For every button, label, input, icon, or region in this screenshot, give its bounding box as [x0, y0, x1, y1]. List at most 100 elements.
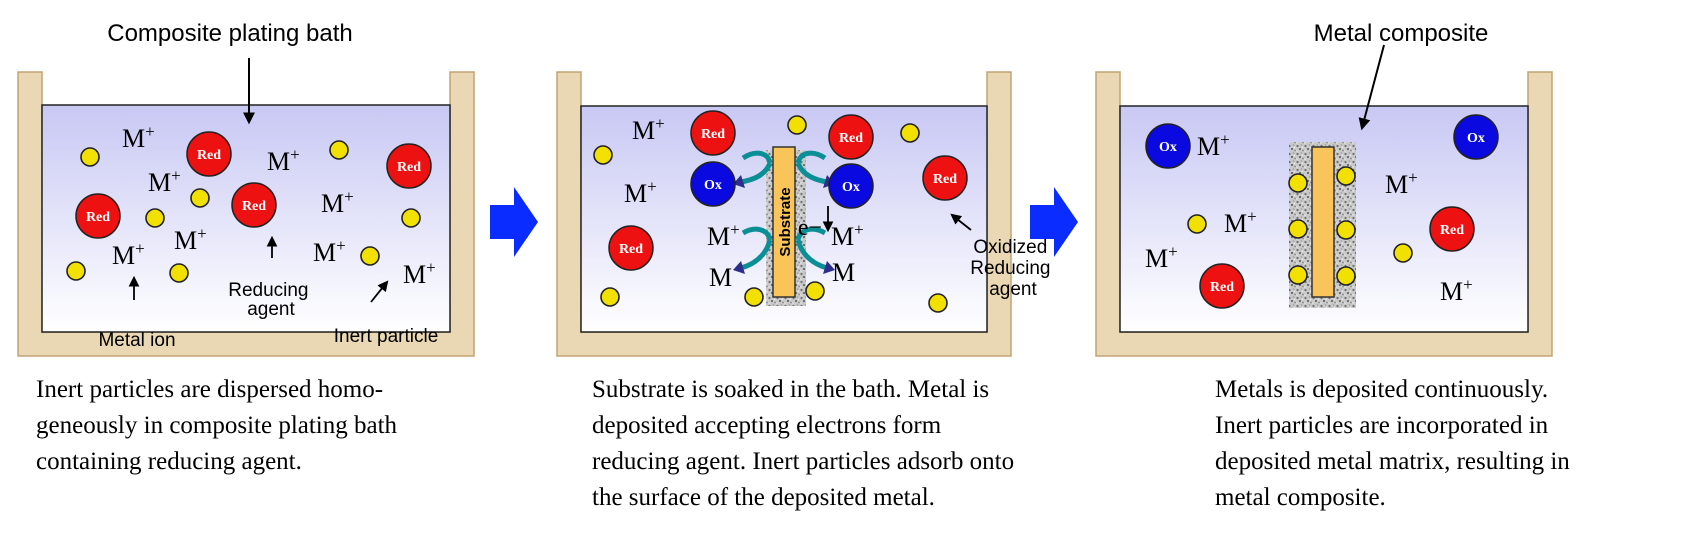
red-particle-disc — [1429, 206, 1475, 252]
inert-particle — [145, 208, 165, 228]
top-label-1: Composite plating bath — [107, 20, 352, 47]
metal-ion-label: M+ — [267, 145, 300, 176]
inert-particle — [805, 281, 825, 301]
red-particle: Red — [186, 131, 232, 177]
red-particle-disc — [231, 182, 277, 228]
red-particle-text: Red — [242, 199, 266, 214]
red-particle: Red — [75, 193, 121, 239]
ox-particle-disc — [1453, 114, 1499, 160]
red-particle-disc — [186, 131, 232, 177]
oxidized-label-line-2: Reducing — [970, 258, 1050, 279]
metal-ion-label: M+ — [1197, 130, 1230, 161]
red-particle-text: Red — [839, 131, 863, 146]
oxidized-arrow — [950, 213, 972, 231]
red-particle-text: Red — [1210, 280, 1234, 295]
oxidized-label-line-1: Oxidized — [973, 237, 1047, 258]
inert-particle — [329, 140, 349, 160]
caption-2-line-4: the surface of the deposited metal. — [592, 484, 935, 511]
red-particle-text: Red — [397, 160, 421, 175]
inert-particle — [360, 246, 380, 266]
inert-particle — [66, 261, 86, 281]
ox-particle: Ox — [828, 163, 874, 209]
substrate-label: Substrate — [777, 187, 794, 256]
inert-particle — [190, 188, 210, 208]
electron-label: e− — [798, 215, 822, 241]
red-particle-text: Red — [86, 210, 110, 225]
ox-particle-text: Ox — [1467, 131, 1485, 146]
caption-1-line-3: containing reducing agent. — [36, 448, 302, 475]
ox-particle-text: Ox — [842, 180, 860, 195]
red-particle: Red — [922, 155, 968, 201]
red-particle: Red — [828, 114, 874, 160]
ox-particle: Ox — [1145, 123, 1191, 169]
inert-particle — [900, 123, 920, 143]
red-particle: Red — [1199, 263, 1245, 309]
top-arrow-3 — [1358, 44, 1385, 131]
caption-2-line-2: deposited accepting electrons form — [592, 412, 942, 439]
ox-particle-disc — [828, 163, 874, 209]
caption-3-line-2: Inert particles are incorporated in — [1215, 412, 1549, 439]
red-particle-disc — [690, 110, 736, 156]
red-particle-disc — [828, 114, 874, 160]
process-arrow-1 — [490, 187, 538, 257]
caption-3-line-3: deposited metal matrix, resulting in — [1215, 448, 1570, 475]
red-particle: Red — [1429, 206, 1475, 252]
inert-particle — [600, 287, 620, 307]
caption-3-line-1: Metals is deposited continuously. — [1215, 376, 1549, 403]
red-particle-disc — [75, 193, 121, 239]
metal-atom-label: M — [709, 263, 732, 292]
inert-particle — [1336, 266, 1356, 286]
inert-particle — [1288, 219, 1308, 239]
metal-ion-label: Metal ion — [98, 330, 175, 351]
inert-particle-label: Inert particle — [334, 326, 439, 347]
inert-particle — [1393, 243, 1413, 263]
caption-2-line-1: Substrate is soaked in the bath. Metal i… — [592, 376, 990, 403]
inert-particle — [1288, 173, 1308, 193]
ox-particle: Ox — [690, 161, 736, 207]
red-particle-text: Red — [1440, 223, 1464, 238]
substrate-3 — [1311, 146, 1335, 298]
inert-particle — [169, 263, 189, 283]
oxidized-label-line-3: agent — [989, 279, 1037, 300]
inert-particle — [787, 115, 807, 135]
inert-particle — [593, 145, 613, 165]
red-particle: Red — [386, 143, 432, 189]
caption-1-line-2: geneously in composite plating bath — [36, 412, 398, 439]
red-particle-disc — [1199, 263, 1245, 309]
top-label-3: Metal composite — [1314, 20, 1489, 47]
ox-particle-text: Ox — [704, 178, 722, 193]
red-particle-text: Red — [197, 148, 221, 163]
red-particle-disc — [922, 155, 968, 201]
caption-2: Substrate is soaked in the bath. Metal i… — [592, 372, 1112, 516]
reducing-agent-label: Reducing agent — [228, 280, 314, 320]
red-particle: Red — [690, 110, 736, 156]
caption-1-line-1: Inert particles are dispersed homo- — [36, 376, 384, 403]
ox-particle-text: Ox — [1159, 140, 1177, 155]
red-particle-text: Red — [701, 127, 725, 142]
inert-particle — [80, 147, 100, 167]
metal-atom-label: M — [832, 258, 855, 287]
red-particle-disc — [608, 225, 654, 271]
process-arrow-2 — [1030, 187, 1078, 257]
caption-3: Metals is deposited continuously. Inert … — [1215, 372, 1685, 516]
red-particle-text: Red — [619, 242, 643, 257]
inert-particle — [1336, 166, 1356, 186]
caption-3-line-4: metal composite. — [1215, 484, 1386, 511]
caption-2-line-3: reducing agent. Inert particles adsorb o… — [592, 448, 1015, 475]
ox-particle-disc — [1145, 123, 1191, 169]
red-particle: Red — [231, 182, 277, 228]
inert-particle-arrow — [370, 280, 389, 303]
red-particle: Red — [608, 225, 654, 271]
reducing-agent-label-line-1: Reducing — [228, 280, 308, 301]
reducing-agent-label-line-2: agent — [247, 299, 295, 320]
inert-particle — [1336, 220, 1356, 240]
inert-particle — [401, 208, 421, 228]
ox-particle: Ox — [1453, 114, 1499, 160]
substrate: Substrate — [772, 146, 796, 298]
ox-particle-disc — [690, 161, 736, 207]
inert-particle — [1288, 265, 1308, 285]
inert-particle — [928, 293, 948, 313]
red-particle-disc — [386, 143, 432, 189]
oxidized-reducing-agent-label: Oxidized Reducing agent — [970, 237, 1056, 300]
red-particle-text: Red — [933, 172, 957, 187]
